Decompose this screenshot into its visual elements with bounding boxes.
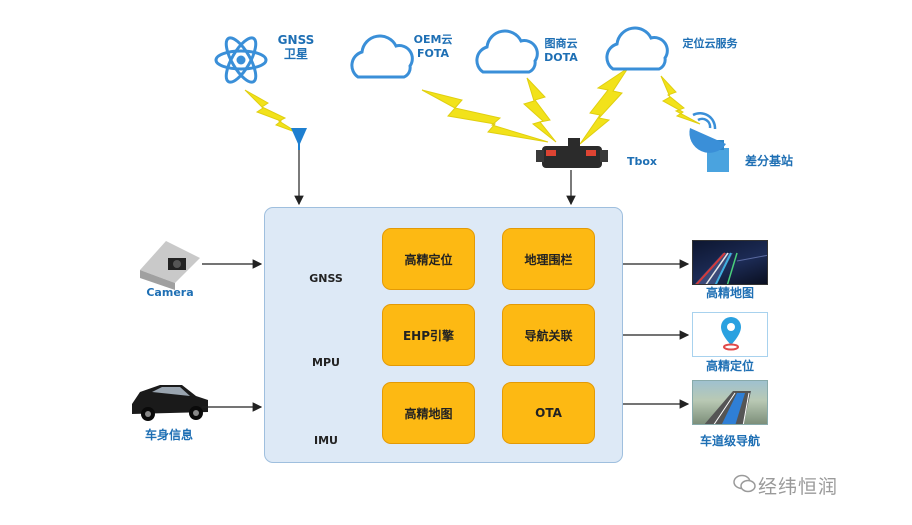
imu-module-label: IMU (314, 434, 338, 447)
lane-navigation-thumbnail (692, 380, 768, 425)
cloud-dota-line2: DOTA (544, 51, 578, 64)
cloud-oem-line1: OEM云 (413, 33, 453, 46)
lightning-base (660, 75, 701, 125)
function-ota: OTA (502, 382, 595, 444)
mpu-module-label: MPU (312, 356, 340, 369)
output-lane-navigation-label: 车道级导航 (699, 434, 760, 448)
lane-navigation-road-icon (704, 391, 751, 424)
camera-label: Camera (146, 286, 194, 299)
function-navigation-link: 导航关联 (502, 304, 595, 366)
car-body-label: 车身信息 (144, 428, 193, 442)
lightning-dota (523, 77, 557, 143)
cloud-location-label: 定位云服务 (670, 37, 750, 51)
function-hd-positioning: 高精定位 (382, 228, 475, 290)
gnss-satellite-label-line1: GNSS (277, 33, 315, 47)
cloud-location-line1: 定位云服务 (682, 37, 738, 50)
cloud-icon-oem (350, 34, 414, 79)
hd-map-road-icon (694, 252, 767, 284)
lightning-gnss (244, 89, 299, 134)
wechat-icon (733, 474, 756, 493)
lightning-oem (421, 89, 549, 143)
cloud-dota-label: 图商云 DOTA (530, 37, 592, 65)
hd-positioning-thumbnail (692, 312, 768, 357)
gnss-satellite-label-line2: 卫星 (283, 47, 308, 61)
car-icon (132, 385, 208, 421)
tbox-icon (536, 138, 608, 168)
tbox-label: Tbox (626, 155, 658, 168)
function-geofence: 地理围栏 (502, 228, 595, 290)
function-hd-map: 高精地图 (382, 382, 475, 444)
cloud-icon-location (605, 26, 669, 71)
base-station-icon (689, 112, 729, 172)
cloud-oem-label: OEM云 FOTA (402, 33, 464, 61)
camera-icon (140, 241, 200, 290)
base-station-label: 差分基站 (744, 154, 793, 168)
output-hd-map-label: 高精地图 (705, 286, 754, 300)
location-pin-icon (721, 317, 741, 351)
cloud-dota-line1: 图商云 (544, 37, 578, 50)
hd-map-thumbnail (692, 240, 768, 285)
antenna-icon (291, 128, 307, 150)
cloud-icon-dota (475, 29, 539, 74)
cloud-oem-line2: FOTA (416, 47, 450, 60)
output-hd-positioning-label: 高精定位 (705, 359, 754, 373)
watermark-text: 经纬恒润 (758, 476, 839, 498)
lightning-location (579, 67, 629, 145)
gnss-satellite-label: GNSS 卫星 (268, 33, 324, 61)
function-ehp-engine: EHP引擎 (382, 304, 475, 366)
satellite-icon (214, 36, 268, 84)
gnss-module-label: GNSS (309, 272, 343, 285)
